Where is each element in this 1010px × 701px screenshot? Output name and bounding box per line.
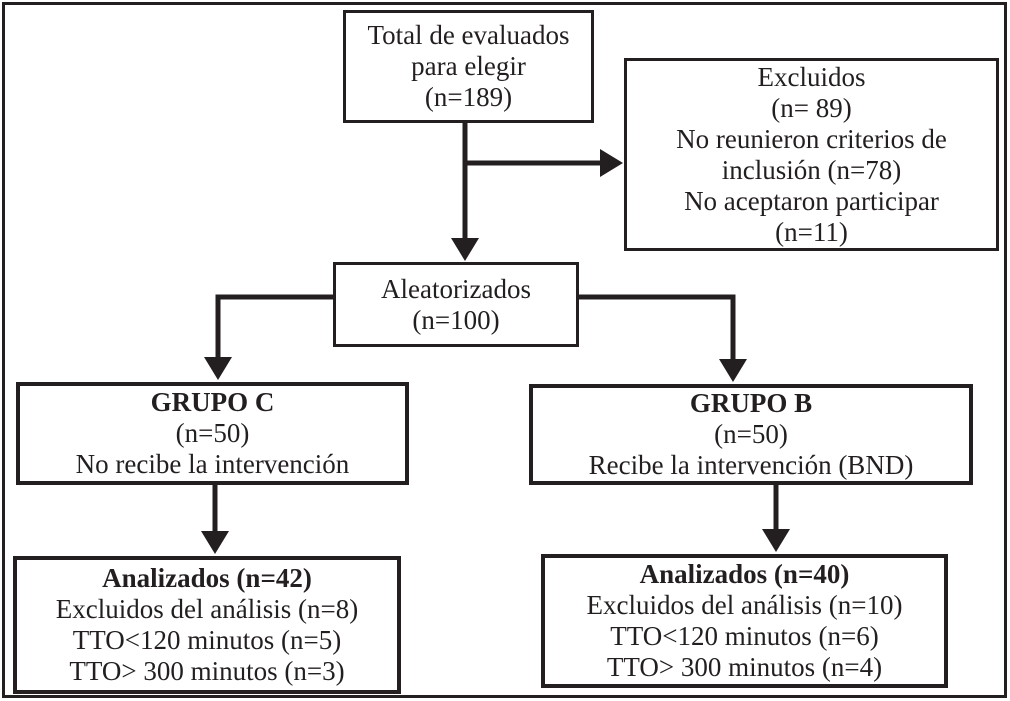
box-excluidos: Excluidos (n= 89) No reunieron criterios… [624, 58, 999, 251]
box-grupo-b-title: GRUPO B [689, 388, 813, 418]
box-aleatorizados: Aleatorizados (n=100) [333, 262, 579, 347]
box-grupo-c: GRUPO C (n=50) No recibe la intervención [16, 382, 409, 485]
box-total-line: Total de evaluados [367, 20, 570, 50]
arrow-grupo-b-to-analizados [762, 485, 790, 552]
box-total-evaluados: Total de evaluados para elegir (n=189) [343, 10, 594, 123]
box-excluidos-line: No aceptaron participar [684, 185, 939, 216]
box-analizados-b-line: TTO<120 minutos (n=6) [610, 621, 879, 651]
box-analizados-grupo-b: Analizados (n=40) Excluidos del análisis… [541, 554, 948, 688]
box-grupo-c-line: (n=50) [175, 418, 250, 448]
arrow-total-to-aleatorizados [451, 123, 479, 261]
box-analizados-c-line: TTO<120 minutos (n=5) [72, 625, 342, 655]
box-excluidos-line: No reunieron criterios de [676, 123, 947, 154]
box-aleatorizados-line: Aleatorizados [381, 273, 531, 304]
box-grupo-b: GRUPO B (n=50) Recibe la intervención (B… [529, 384, 973, 485]
arrow-total-to-excluidos [465, 149, 623, 177]
box-grupo-b-line: Recibe la intervención (BND) [588, 450, 914, 480]
box-excluidos-line: (n= 89) [771, 92, 852, 123]
box-analizados-grupo-c: Analizados (n=42) Excluidos del análisis… [13, 556, 401, 694]
arrow-aleatorizados-to-grupo-b [578, 294, 747, 382]
box-grupo-c-line: No recibe la intervención [75, 449, 350, 479]
box-total-line: (n=189) [424, 82, 513, 112]
box-aleatorizados-line: (n=100) [412, 304, 500, 335]
box-total-line: para elegir [411, 51, 526, 81]
arrow-aleatorizados-to-grupo-c [204, 294, 333, 380]
box-grupo-b-line: (n=50) [714, 419, 788, 449]
box-excluidos-line: Excluidos [757, 61, 866, 92]
box-excluidos-line: inclusión (n=78) [721, 154, 902, 185]
box-excluidos-line: (n=11) [775, 216, 848, 247]
box-analizados-c-line: TTO> 300 minutos (n=3) [69, 656, 345, 686]
arrow-grupo-c-to-analizados [201, 485, 229, 554]
box-analizados-c-line: Excluidos del análisis (n=8) [55, 594, 359, 624]
box-analizados-b-line: TTO> 300 minutos (n=4) [606, 652, 883, 682]
box-analizados-b-title: Analizados (n=40) [639, 559, 850, 589]
box-grupo-c-title: GRUPO C [150, 387, 275, 417]
box-analizados-b-line: Excluidos del análisis (n=10) [586, 590, 903, 620]
box-analizados-c-title: Analizados (n=42) [102, 563, 312, 593]
